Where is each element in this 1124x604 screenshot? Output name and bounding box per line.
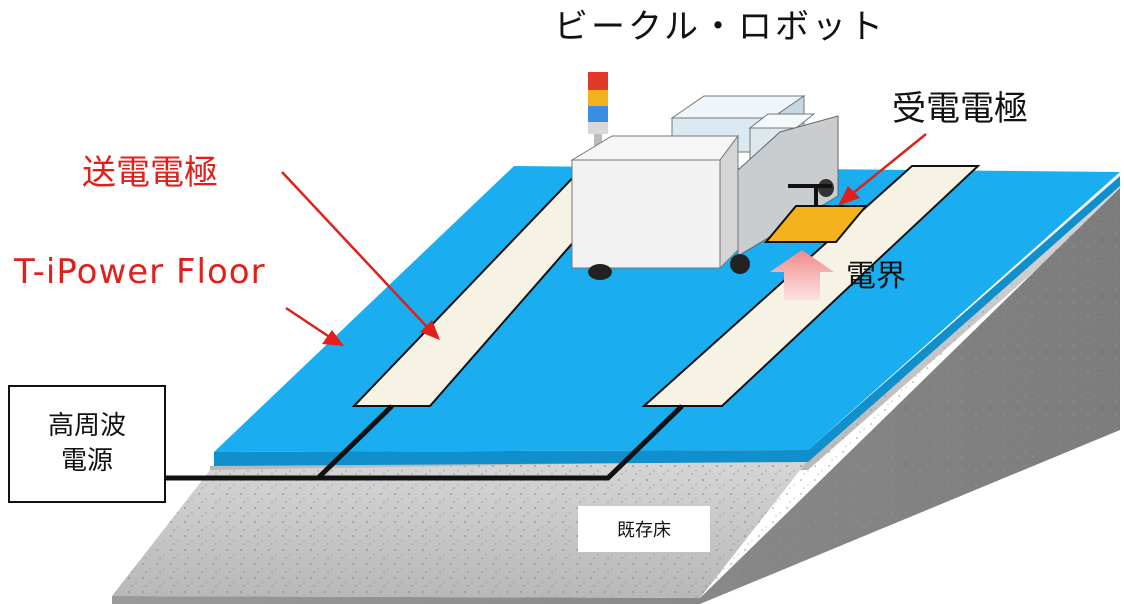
floor-name-label: T-iPower Floor [14,252,266,292]
receiving-electrode-label: 受電電極 [892,89,1028,129]
power-cable [166,404,684,481]
annotation-pointer-floor [285,306,344,346]
electric-field-label: 電界 [846,259,906,294]
receiving-electrode-pad [763,184,869,243]
transmitting-electrode-label: 送電電極 [82,153,218,193]
existing-floor-label: 既存床 [617,520,671,541]
annotation-pointer-transmitting [281,171,440,340]
electric-field-arrow-icon [770,250,834,300]
annotation-pointer-receiving [838,133,927,206]
existing-floor-tag: 既存床 [578,506,710,552]
vehicle-robot-label: ビークル・ロボット [554,7,886,47]
high-frequency-power-source-box: 高周波 電源 [8,385,166,503]
existing-concrete-slab [112,186,1120,604]
power-source-label: 高周波 電源 [47,410,126,476]
vehicle-robot [570,72,839,280]
